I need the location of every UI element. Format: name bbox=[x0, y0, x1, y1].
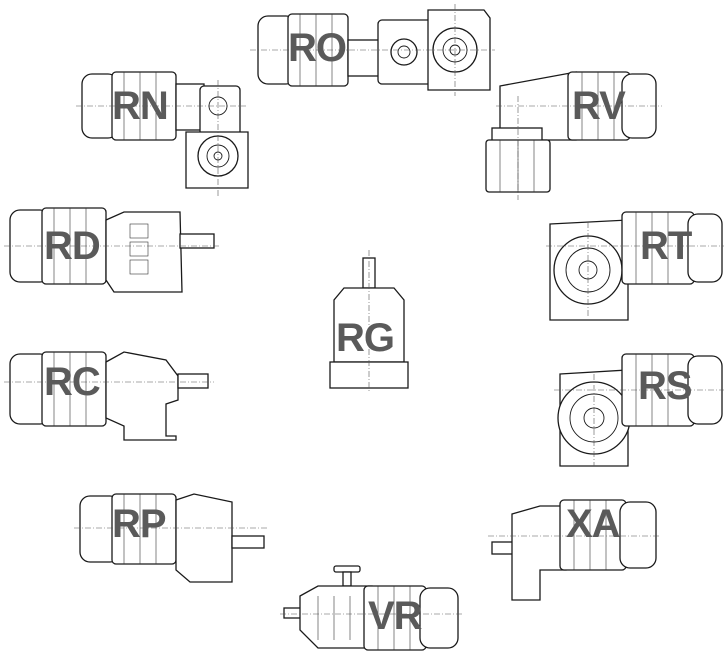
rs-label[interactable]: RS bbox=[638, 364, 693, 408]
rg-label[interactable]: RG bbox=[336, 316, 395, 360]
vr-gearmotor-drawing bbox=[280, 565, 462, 651]
rs-gearmotor-drawing bbox=[554, 353, 724, 467]
rc-label[interactable]: RC bbox=[44, 360, 101, 404]
rp-gearmotor-drawing bbox=[74, 493, 268, 583]
rn-gearmotor-drawing bbox=[76, 71, 249, 196]
xa-label[interactable]: XA bbox=[566, 502, 621, 546]
ro-label[interactable]: RO bbox=[288, 26, 347, 70]
rd-label[interactable]: RD bbox=[44, 224, 101, 268]
rg-gearmotor-drawing bbox=[329, 250, 409, 392]
rn-label[interactable]: RN bbox=[112, 84, 169, 128]
rp-label[interactable]: RP bbox=[112, 502, 167, 546]
rv-label[interactable]: RV bbox=[572, 84, 626, 128]
rt-gearmotor-drawing bbox=[546, 211, 724, 321]
rd-gearmotor-drawing bbox=[4, 207, 220, 293]
rv-gearmotor-drawing bbox=[485, 71, 662, 200]
ro-gearmotor-drawing bbox=[250, 4, 495, 96]
xa-gearmotor-drawing bbox=[488, 499, 660, 601]
rt-label[interactable]: RT bbox=[640, 224, 692, 268]
vr-label[interactable]: VR bbox=[368, 594, 423, 638]
rc-gearmotor-drawing bbox=[4, 351, 214, 441]
